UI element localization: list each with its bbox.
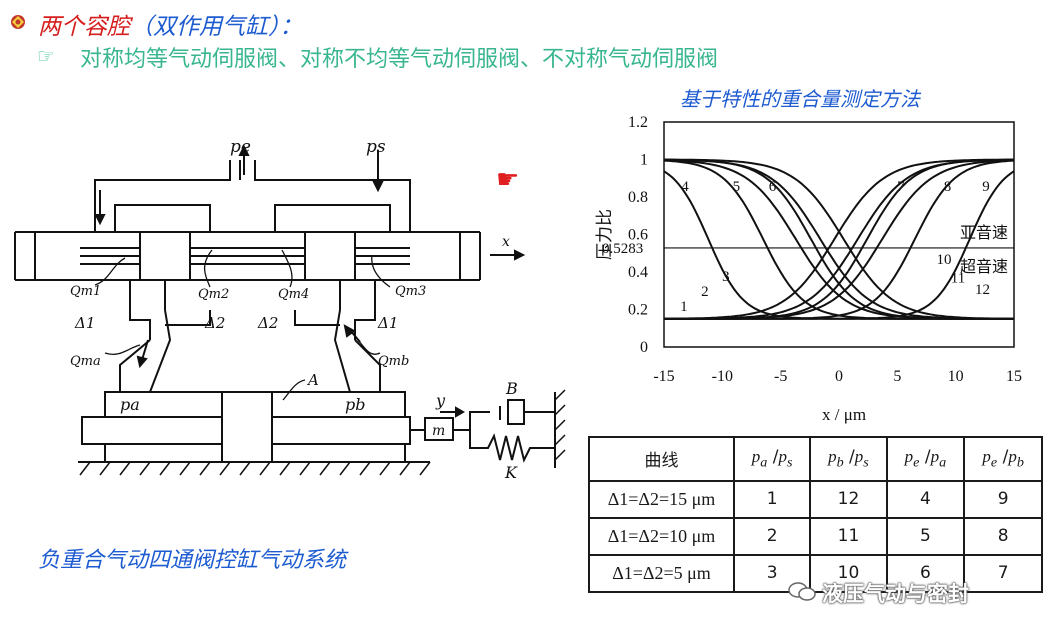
reference-line-label: 0.5283	[602, 241, 643, 257]
x-tick-label: 5	[893, 368, 901, 385]
table-header-row: 曲线 pa /ps pb /ps pe /pa pe /pb	[588, 436, 1043, 482]
curve-label: 2	[701, 284, 709, 300]
col-header-pa-ps: pa /ps	[732, 436, 812, 482]
label-K: K	[504, 463, 518, 482]
table-cell: 7	[963, 553, 1043, 594]
curve-label: 10	[937, 252, 952, 268]
y-tick-label: 0.6	[628, 227, 648, 244]
curve-label: 7	[897, 179, 905, 195]
supersonic-label: 超音速	[960, 258, 1008, 276]
curve-label: 5	[733, 179, 741, 195]
y-tick-label: 0.8	[628, 189, 648, 206]
diamond-bullet-icon	[11, 15, 25, 29]
diagram-caption: 负重合气动四通阀控缸气动系统	[38, 548, 347, 573]
chart-title: 基于特性的重合量测定方法	[680, 87, 920, 111]
y-tick-label: 0.2	[628, 302, 648, 319]
y-tick-label: 0	[640, 339, 648, 356]
subtitle: 对称均等气动伺服阀、对称不均等气动伺服阀、不对称气动伺服阀	[80, 47, 719, 72]
col-header-pe-pa: pe /pa	[885, 436, 966, 482]
col-header-pe-pb: pe /pb	[963, 436, 1043, 482]
table-row: Δ1=Δ2=15 μm 1 12 4 9	[588, 479, 1043, 519]
label-qm1: Qm1	[70, 284, 101, 299]
label-qmb: Qmb	[378, 354, 409, 369]
subsonic-label: 亚音速	[960, 224, 1008, 242]
plot-frame	[663, 121, 1015, 348]
wechat-icon	[788, 582, 816, 601]
label-B: B	[505, 379, 518, 398]
table-cell: 1	[732, 479, 812, 519]
table-cell: 5	[885, 516, 966, 556]
pointing-hand-icon: ☞	[37, 44, 55, 68]
y-axis-label: 压力比	[595, 209, 614, 260]
y-tick-label: 0.4	[628, 264, 648, 281]
curve-label: 6	[769, 179, 777, 195]
curve-table: 曲线 pa /ps pb /ps pe /pa pe /pb Δ1=Δ2=15 …	[588, 436, 1043, 594]
table-row: Δ1=Δ2=10 μm 2 11 5 8	[588, 516, 1043, 556]
curve-label: 9	[982, 179, 990, 195]
label-qm4: Qm4	[278, 287, 309, 302]
table-cell: 11	[809, 516, 888, 556]
curve-9	[664, 170, 1015, 320]
label-qm2: Qm2	[198, 287, 229, 302]
label-pe: pe	[230, 137, 251, 157]
label-A: A	[306, 371, 319, 389]
label-x: x	[502, 234, 510, 250]
x-tick-label: -15	[653, 368, 674, 385]
table-cell: 9	[963, 479, 1043, 519]
table-cell-condition: Δ1=Δ2=10 μm	[588, 516, 735, 556]
y-tick-label: 1	[640, 152, 648, 169]
label-delta2-right: Δ2	[257, 314, 278, 332]
label-delta1-right: Δ1	[377, 314, 398, 332]
table-row: Δ1=Δ2=5 μm 3 10 6 7	[588, 553, 1043, 594]
x-tick-label: -5	[774, 368, 787, 385]
table-cell: 2	[732, 516, 812, 556]
table-cell: 8	[963, 516, 1043, 556]
y-tick-label: 1.2	[628, 114, 648, 131]
x-tick-label: 0	[835, 368, 843, 385]
label-delta1-left: Δ1	[74, 314, 95, 332]
x-tick-label: 15	[1006, 368, 1022, 385]
label-pb: pb	[345, 395, 365, 414]
ground-hatch	[79, 389, 566, 476]
label-y: y	[435, 391, 446, 410]
label-pa: pa	[120, 395, 140, 414]
title-main: 两个容腔	[38, 14, 130, 40]
table-cell-condition: Δ1=Δ2=15 μm	[588, 479, 735, 519]
x-axis-label: x / μm	[822, 405, 866, 424]
curve-label: 8	[944, 179, 952, 195]
col-header-pb-ps: pb /ps	[809, 436, 888, 482]
table-cell: 10	[809, 553, 888, 594]
curve-label: 11	[951, 271, 965, 287]
page-title: 两个容腔（双作用气缸）：	[38, 7, 303, 41]
label-qma: Qma	[70, 354, 101, 369]
curve-label: 4	[681, 179, 689, 195]
curve-label: 12	[975, 282, 990, 298]
watermark: 液压气动与密封	[822, 582, 969, 606]
label-ps: ps	[366, 137, 386, 157]
table-cell: 12	[809, 479, 888, 519]
x-tick-label: -10	[712, 368, 733, 385]
table-cell: 6	[885, 553, 966, 594]
x-tick-label: 10	[948, 368, 964, 385]
title-paren: （双作用气缸）：	[130, 14, 303, 40]
curve-12	[663, 159, 1014, 320]
label-m: m	[432, 423, 445, 439]
curve-label: 1	[680, 299, 688, 315]
valve-cylinder-schematic: pe ps x Qm1 Qm2 Qm4 Qm3 Δ1 Δ2 Δ2 Δ1 Qma …	[14, 137, 566, 482]
col-header-curve: 曲线	[588, 436, 735, 482]
label-delta2-left: Δ2	[204, 314, 225, 332]
label-qm3: Qm3	[395, 284, 426, 299]
table-cell: 4	[885, 479, 966, 519]
curve-label: 3	[722, 269, 730, 285]
table-cell-condition: Δ1=Δ2=5 μm	[588, 553, 735, 594]
pointing-hand-icon: ☛	[496, 165, 520, 195]
